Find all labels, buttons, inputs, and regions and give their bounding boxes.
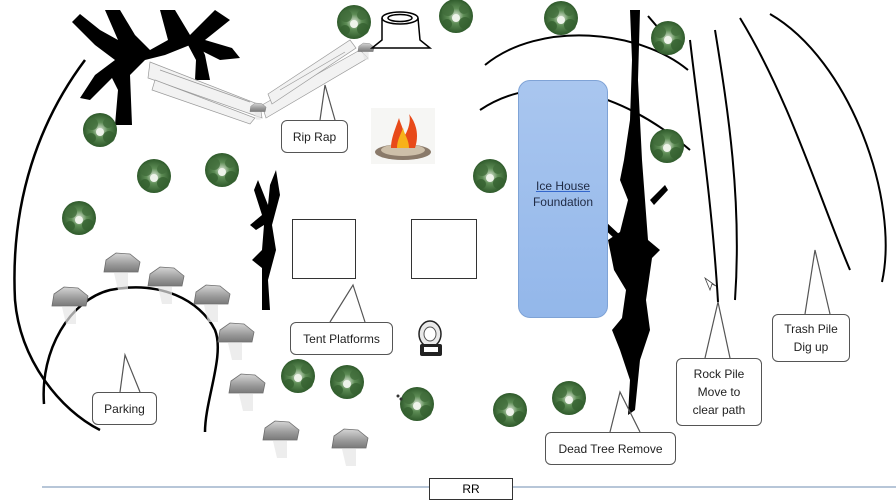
bush-icon: [83, 113, 117, 147]
dead-tree-icon: [600, 10, 668, 415]
rip-rap-callout: Rip Rap: [281, 120, 348, 153]
left-boundary-line: [13, 59, 101, 432]
parking-callout: Parking: [92, 392, 157, 425]
bush-icon: [205, 153, 239, 187]
ridge-line-2: [714, 29, 738, 301]
toilet-icon: [418, 320, 442, 356]
bush-icon: [137, 159, 171, 193]
rock-icon: [51, 286, 89, 325]
rock-icon: [217, 322, 255, 361]
rock-pile-line1: Rock Pile: [693, 367, 745, 381]
bush-icon: [400, 387, 434, 421]
rock-pile-line2: Move to: [697, 385, 741, 399]
rock-icon: [103, 252, 141, 291]
bush-icon: [281, 359, 315, 393]
rock-icon: [331, 428, 369, 467]
rock-icon: [147, 266, 185, 305]
ice-house-foundation: Ice House Foundation: [518, 80, 608, 318]
small-dead-tree-icon: [250, 170, 280, 310]
bush-icon: [650, 129, 684, 163]
trash-pile-line2: Dig up: [793, 340, 829, 354]
rock-icon: [228, 373, 266, 412]
bush-icon: [544, 1, 578, 35]
ridge-line-3: [739, 17, 851, 271]
ice-house-label-line2: Foundation: [532, 195, 594, 209]
callout-pointers: [119, 84, 831, 433]
cursor-icon: [704, 276, 717, 292]
bush-icon: [330, 365, 364, 399]
bush-icon: [62, 201, 96, 235]
tent-platform-right: [411, 219, 477, 279]
tent-platforms-callout: Tent Platforms: [290, 322, 393, 355]
bush-icon: [439, 0, 473, 33]
rock-icon: [193, 284, 231, 323]
rock-pile-line3: clear path: [692, 403, 746, 417]
bush-icon: [337, 5, 371, 39]
bush-icon: [651, 21, 685, 55]
bush-icon: [493, 393, 527, 427]
trash-pile-line1: Trash Pile: [784, 322, 838, 336]
tent-platform-left: [292, 219, 356, 279]
dead-tree-callout: Dead Tree Remove: [545, 432, 676, 465]
ridge-line-4: [769, 13, 887, 283]
ice-house-label-line1: Ice House: [535, 179, 591, 193]
bush-icon: [552, 381, 586, 415]
bush-icon: [473, 159, 507, 193]
rip-rap-wall: [147, 39, 369, 125]
campfire-icon: [371, 108, 435, 164]
rock-icon: [262, 420, 300, 459]
rr-label: RR: [429, 478, 513, 500]
ridge-line-1: [689, 39, 719, 303]
trash-pile-callout: Trash Pile Dig up: [772, 314, 850, 362]
upper-curve-line: [484, 34, 689, 71]
rock-pile-callout: Rock Pile Move to clear path: [676, 358, 762, 426]
stump-icon: [369, 11, 433, 49]
tree-silhouette-icon: [72, 10, 240, 125]
